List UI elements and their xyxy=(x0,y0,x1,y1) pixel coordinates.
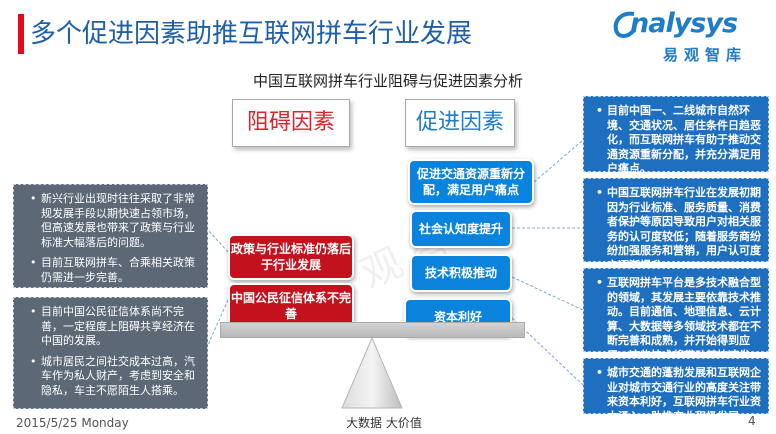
obstacle-header: 阻碍因素 xyxy=(232,99,350,147)
note-item: 城市交通的蓬勃发展和互联网企业对城市交通行业的高度关注带来资本利好，互联网拼车行… xyxy=(594,366,762,424)
connector-line xyxy=(207,299,229,346)
promoter-block-technology: 技术积极推动 xyxy=(410,254,512,292)
promoter-block-resources: 促进交通资源重新分配，满足用户痛点 xyxy=(408,159,534,205)
promoter-block-awareness: 社会认知度提升 xyxy=(410,210,512,248)
obstacle-note-credit: 目前中国公民征信体系尚不完善，一定程度上阻碍共享经济在中国的发展。 城市居民之间… xyxy=(13,297,208,409)
balance-plank xyxy=(220,322,525,338)
note-item: 目前互联网拼车、合乘相关政策仍需进一步完善。 xyxy=(28,256,201,285)
promoter-header: 促进因素 xyxy=(405,99,515,147)
note-item: 目前中国一、二线城市自然环境、交通状况、居住条件日趋恶化，而互联网拼车有助于推动… xyxy=(594,104,762,177)
diagram-subtitle: 中国互联网拼车行业阻碍与促进因素分析 xyxy=(252,72,523,90)
promoter-note-technology: 互联网拼车平台是多技术融合型的领域，其发展主要依靠技术推动。目前通信、地理信息、… xyxy=(583,268,769,376)
connector-line xyxy=(207,229,229,253)
promoter-note-resources: 目前中国一、二线城市自然环境、交通状况、居住条件日趋恶化，而互联网拼车有助于推动… xyxy=(583,96,769,175)
title-accent-bar xyxy=(18,14,24,54)
note-item: 城市居民之间社交成本过高，汽车作为私人财产，考虑到安全和隐私，车主不愿陌生人搭乘… xyxy=(28,355,201,399)
logo-swoosh-icon xyxy=(613,11,636,38)
obstacle-block-policy: 政策与行业标准仍落后于行业发展 xyxy=(228,234,354,280)
balance-fulcrum-icon xyxy=(341,338,403,409)
note-item: 中国互联网拼车行业在发展初期因为行业标准、服务质量、消费者保护等原因导致用户对相… xyxy=(594,186,762,273)
note-item: 目前中国公民征信体系尚不完善，一定程度上阻碍共享经济在中国的发展。 xyxy=(28,305,201,349)
obstacle-block-credit: 中国公民征信体系不完善 xyxy=(228,283,354,329)
page-title: 多个促进因素助推互联网拼车行业发展 xyxy=(30,19,473,49)
promoter-note-awareness: 中国互联网拼车行业在发展初期因为行业标准、服务质量、消费者保护等原因导致用户对相… xyxy=(583,178,769,272)
footer-slogan: 大数据 大价值 xyxy=(346,416,422,430)
connector-line xyxy=(511,276,584,311)
logo-wordmark: nalysys xyxy=(630,8,738,39)
footer-date: 2015/5/25 Monday xyxy=(16,416,129,430)
promoter-note-capital: 城市交通的蓬勃发展和互联网企业对城市交通行业的高度关注带来资本利好，互联网拼车行… xyxy=(583,358,769,423)
note-item: 新兴行业出现时往往采取了非常规发展手段以期快速占领市场，但高速发展也带来了政策与… xyxy=(28,192,201,250)
page-number: 4 xyxy=(748,414,756,428)
connector-line xyxy=(533,139,584,183)
logo-chinese-name: 易观智库 xyxy=(663,46,748,64)
obstacle-note-policy: 新兴行业出现时往往采取了非常规发展手段以期快速占领市场，但高速发展也带来了政策与… xyxy=(13,184,208,288)
